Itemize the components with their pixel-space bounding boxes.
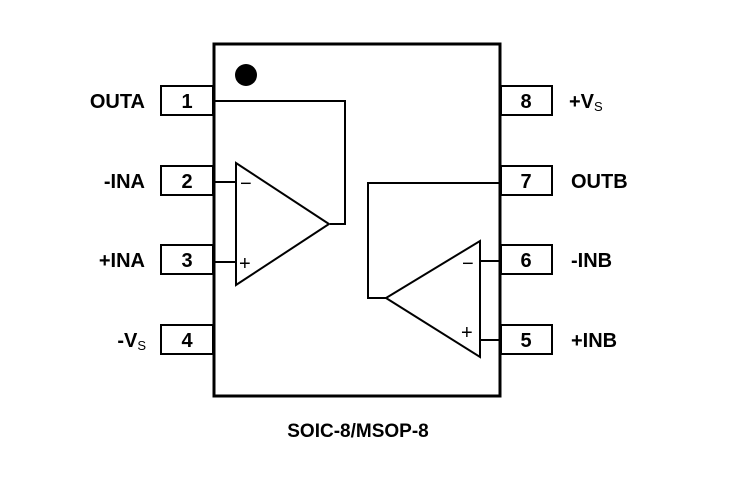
opamp-b-triangle bbox=[384, 239, 481, 359]
pin-5-label: +INB bbox=[571, 330, 617, 352]
opamp-a-plus-sign: + bbox=[239, 253, 251, 275]
pin-6-box bbox=[500, 244, 553, 275]
pin-6-label: -INB bbox=[571, 250, 612, 272]
pin-8-label-sub: S bbox=[594, 99, 603, 114]
pin-1-box bbox=[160, 85, 214, 116]
pin-6-number: 6 bbox=[520, 250, 531, 272]
opamp-a-triangle bbox=[235, 161, 331, 287]
pin-7: 7 OUTB bbox=[500, 165, 628, 196]
package-label: SOIC-8/MSOP-8 bbox=[287, 421, 428, 442]
pin-3-number: 3 bbox=[181, 250, 192, 272]
pin-2-box bbox=[160, 165, 214, 196]
opamp-a-feedback-wire bbox=[215, 100, 346, 225]
pin-4-number: 4 bbox=[181, 330, 193, 352]
pin-7-label: OUTB bbox=[571, 171, 628, 193]
pin-1-label: OUTA bbox=[90, 91, 145, 113]
opamp-b-feedback-wire bbox=[367, 182, 499, 299]
pin-1: 1 OUTA bbox=[90, 85, 214, 116]
pin-5: 5 +INB bbox=[500, 324, 617, 355]
pin1-indicator-dot bbox=[235, 64, 257, 86]
pin-4-label-main: -V bbox=[117, 330, 138, 352]
pin-4: 4 -VS bbox=[117, 324, 214, 355]
opamp-b-minus-sign: − bbox=[462, 253, 474, 275]
pin-2-number: 2 bbox=[181, 171, 192, 193]
pin-8: 8 +VS bbox=[500, 85, 603, 116]
pin-8-number: 8 bbox=[520, 91, 531, 113]
opamp-b: − + bbox=[367, 182, 499, 359]
pin-7-number: 7 bbox=[520, 171, 531, 193]
pin-4-label: -VS bbox=[117, 330, 146, 353]
opamp-a: − + bbox=[215, 100, 346, 287]
pin-5-number: 5 bbox=[520, 330, 531, 352]
pin-8-label: +VS bbox=[569, 91, 603, 114]
pin-6: 6 -INB bbox=[500, 244, 612, 275]
pin-3-box bbox=[160, 244, 214, 275]
pin-4-label-sub: S bbox=[137, 338, 146, 353]
pin-8-box bbox=[500, 85, 553, 116]
pin-5-box bbox=[500, 324, 553, 355]
pin-1-number: 1 bbox=[181, 91, 192, 113]
pin-8-label-main: +V bbox=[569, 91, 595, 113]
pin-2: 2 -INA bbox=[104, 165, 214, 196]
pin-3-label: +INA bbox=[99, 250, 145, 272]
pin-4-box bbox=[160, 324, 214, 355]
opamp-b-plus-sign: + bbox=[461, 322, 473, 344]
pin-7-box bbox=[500, 165, 553, 196]
pin-2-label: -INA bbox=[104, 171, 145, 193]
pin-3: 3 +INA bbox=[99, 244, 214, 275]
opamp-a-minus-sign: − bbox=[240, 173, 252, 195]
